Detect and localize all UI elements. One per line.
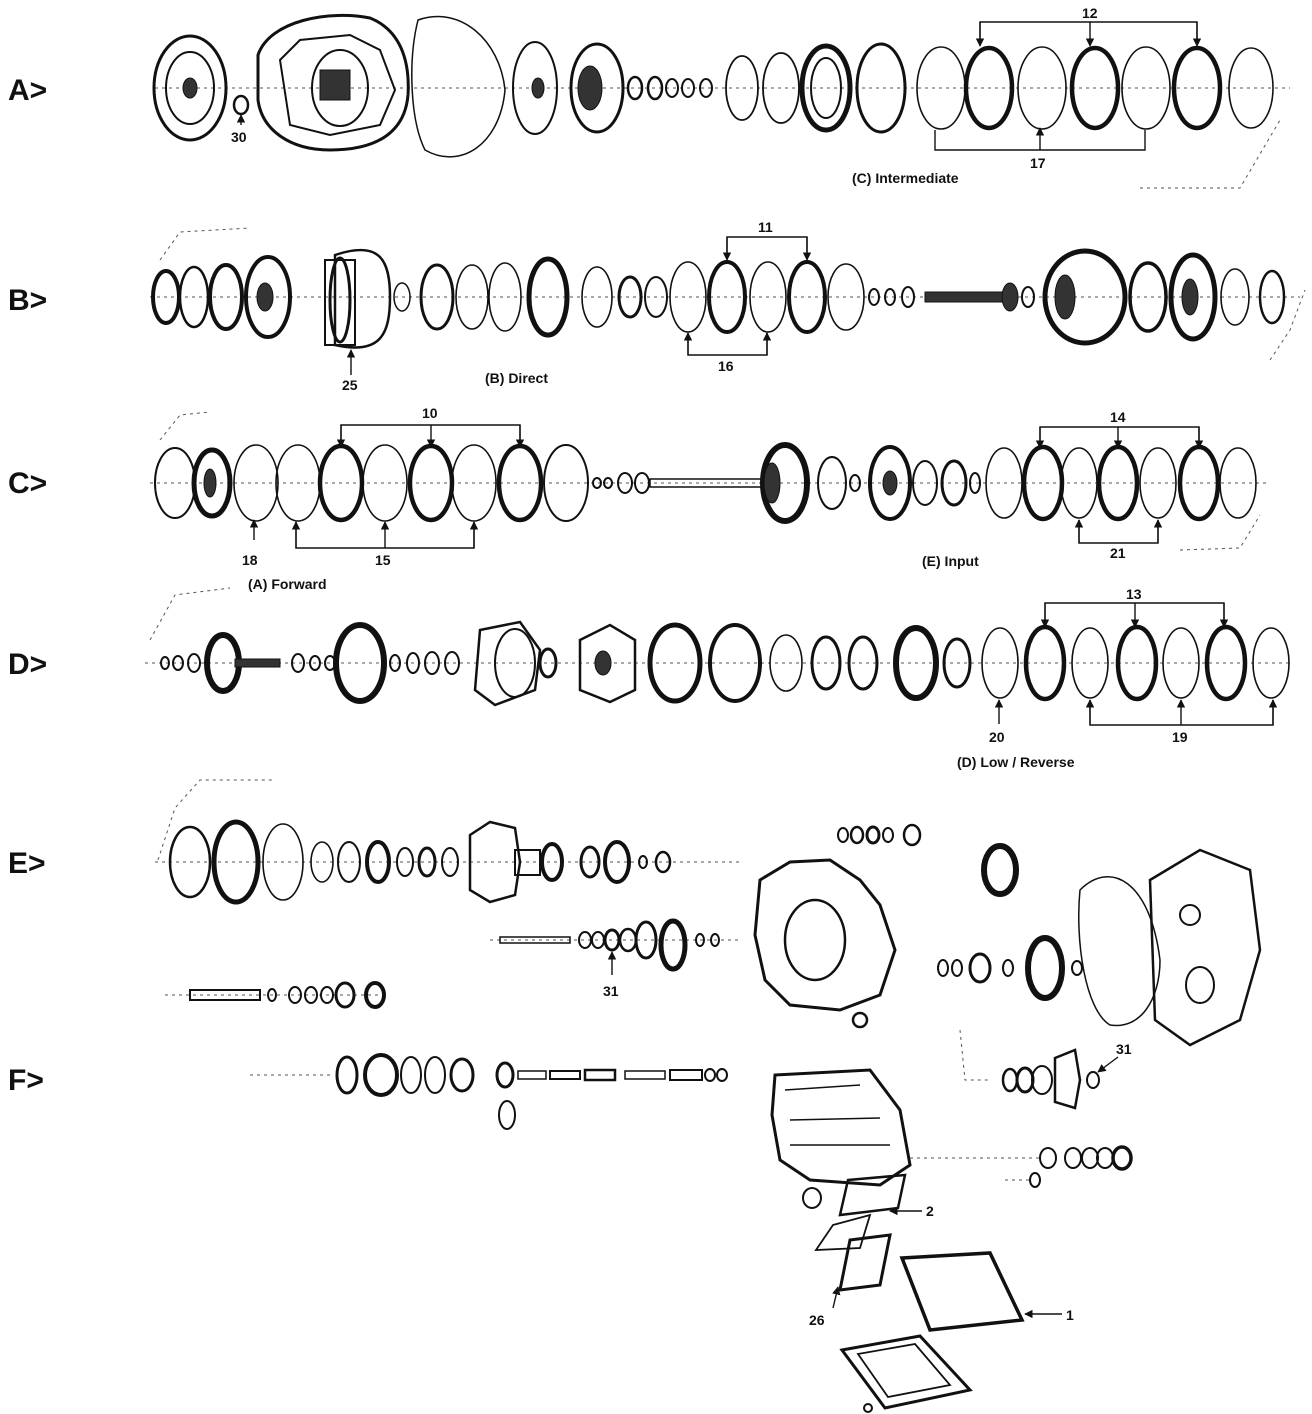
- row-label-a: A>: [8, 74, 47, 107]
- row-f-parts: 31 2 26 1: [250, 1029, 1133, 1413]
- callout-26: 26: [809, 1312, 825, 1328]
- callout-13: 13: [1126, 586, 1142, 602]
- oil-pan: [839, 1334, 973, 1413]
- row-d-parts: 13 20 19 (D) Low / Reverse: [145, 586, 1290, 770]
- torque-converter: [152, 34, 228, 142]
- clutch-label-input: (E) Input: [922, 553, 979, 569]
- row-label-c: C>: [8, 467, 47, 500]
- row-label-b: B>: [8, 284, 47, 317]
- clutch-label-direct: (B) Direct: [485, 370, 548, 386]
- callout-25: 25: [342, 377, 358, 393]
- callout-30: 30: [231, 129, 247, 145]
- clutch-label-intermediate: (C) Intermediate: [852, 170, 959, 186]
- rear-case: [753, 858, 897, 1029]
- callout-1: 1: [1066, 1307, 1074, 1323]
- row-label-d: D>: [8, 648, 47, 681]
- callout-12: 12: [1082, 5, 1098, 21]
- callout-21: 21: [1110, 545, 1126, 561]
- clutch-label-low-reverse: (D) Low / Reverse: [957, 754, 1075, 770]
- callout-16: 16: [718, 358, 734, 374]
- callout-20: 20: [989, 729, 1005, 745]
- direct-clutch-drum: [324, 248, 392, 349]
- valve-body: [770, 1068, 912, 1209]
- callout-31-upper: 31: [603, 983, 619, 999]
- callout-19: 19: [1172, 729, 1188, 745]
- callout-15: 15: [375, 552, 391, 568]
- pump-assembly: [512, 41, 625, 135]
- callout-18: 18: [242, 552, 258, 568]
- transmission-case: [256, 13, 410, 152]
- clutch-label-forward: (A) Forward: [248, 576, 327, 592]
- row-e-parts: 31: [155, 779, 1262, 1047]
- callout-17: 17: [1030, 155, 1046, 171]
- callout-11: 11: [758, 219, 773, 235]
- row-label-e: E>: [8, 847, 46, 880]
- callout-2: 2: [926, 1203, 934, 1219]
- callout-10: 10: [422, 405, 438, 421]
- row-label-f: F>: [8, 1064, 44, 1097]
- row-a-parts: 12 17 30 (C) Intermediate: [152, 5, 1290, 189]
- row-b-parts: 11 16 25 (B) Direct: [150, 219, 1306, 393]
- callout-31-lower: 31: [1116, 1041, 1132, 1057]
- row-c-parts: 10 14 18 15 21 (E) Input (A) Forward: [150, 405, 1270, 592]
- callout-14: 14: [1110, 409, 1126, 425]
